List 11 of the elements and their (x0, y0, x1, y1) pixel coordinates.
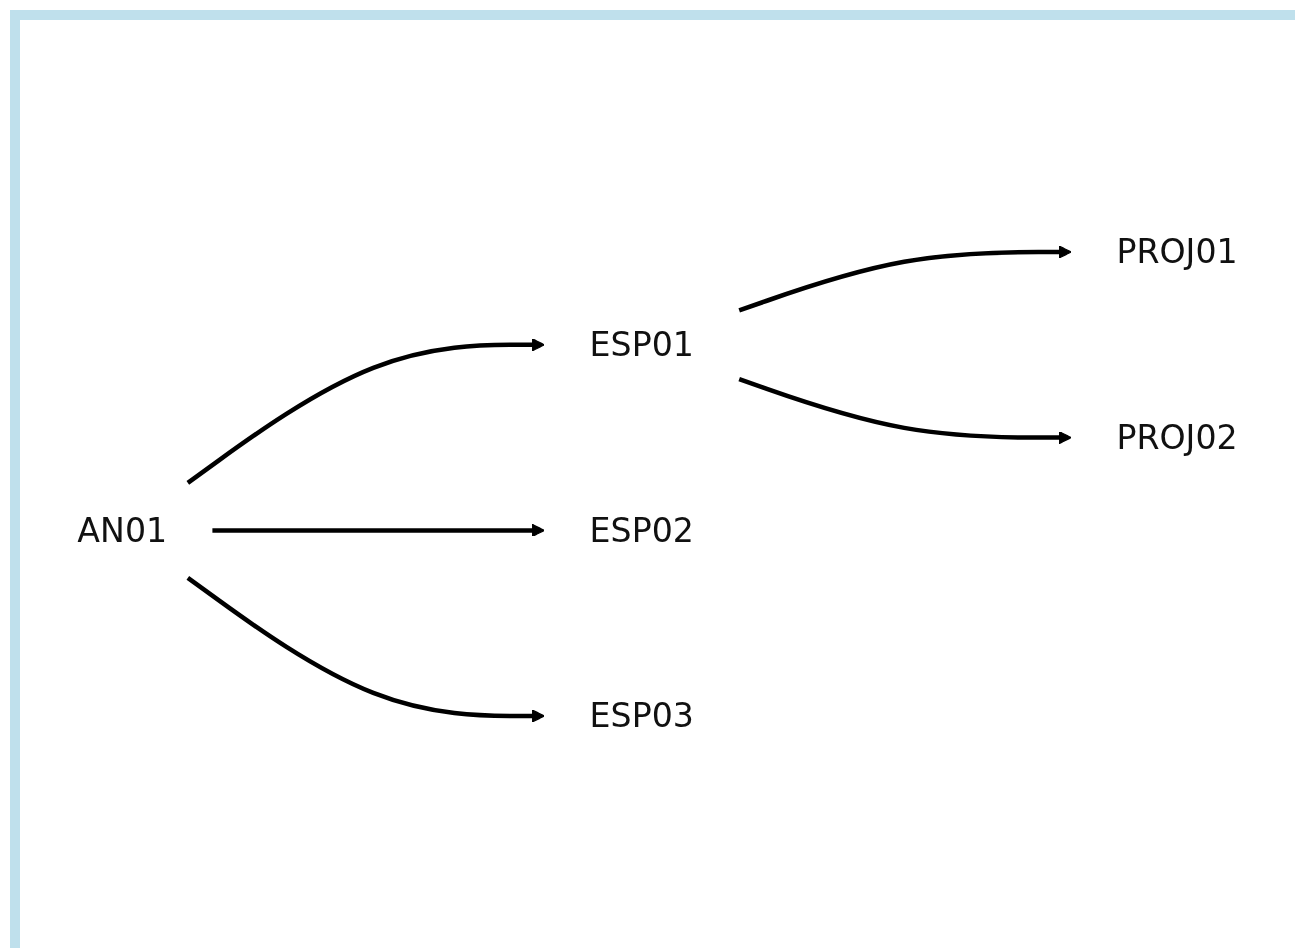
node-text: ESP01 (589, 325, 694, 364)
arrow (186, 338, 545, 485)
node-text: ESP02 (589, 511, 694, 550)
node-text: PROJ02 (1116, 418, 1238, 457)
node-text: AN01 (77, 511, 168, 550)
arrow (186, 576, 545, 723)
arrow (212, 523, 545, 538)
arrow (738, 377, 1072, 445)
node-text: ESP03 (589, 697, 694, 735)
arrow (738, 245, 1072, 313)
node-text: PROJ01 (1116, 233, 1238, 271)
